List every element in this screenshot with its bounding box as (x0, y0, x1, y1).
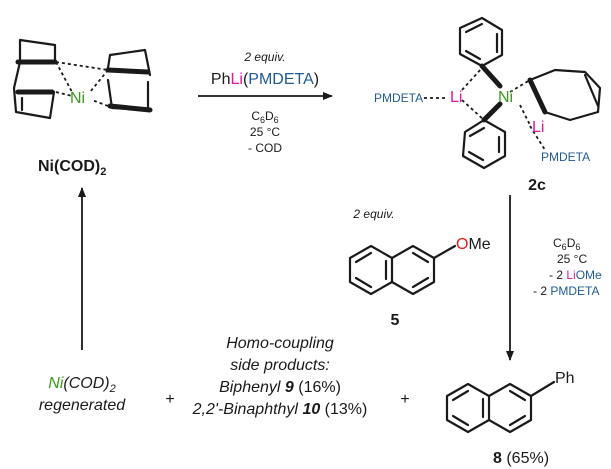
side-products-biphenyl: Biphenyl 9 (16%) (219, 379, 341, 396)
2c-li-right: Li (532, 119, 544, 136)
methoxynaph-equiv: 2 equiv. (352, 207, 394, 221)
ni-cod2-label: Ni(COD)2 (38, 158, 106, 178)
arrow1-reagent: PhLi(PMDETA) (211, 71, 319, 88)
arrow2-solvent: C6D6 (553, 236, 580, 252)
2c-pmdeta-right: PMDETA (541, 150, 590, 164)
ni-atom-label: Ni (70, 90, 85, 107)
arrow1-temperature: 25 °C (250, 125, 280, 139)
arrow1-solvent: C6D6 (251, 109, 278, 125)
ni-cod2-structure: Ni (12, 38, 153, 120)
2c-label: 2c (528, 177, 546, 194)
arrow1-equiv: 2 equiv. (243, 50, 285, 64)
arrow2-loss-liome: - 2 LiOMe (549, 268, 602, 282)
product-8-label: 8 (65%) (493, 450, 549, 467)
complex-2c-structure: Li Ni Li PMDETA PMDETA (374, 16, 602, 170)
plus-sign-2: + (400, 391, 409, 408)
plus-sign-1: + (165, 391, 174, 408)
2c-ni: Ni (498, 89, 513, 106)
regen-line2: regenerated (39, 397, 126, 414)
regen-line1: Ni(COD)2 (48, 375, 115, 395)
methoxynaph-label: 5 (391, 312, 400, 329)
side-products-line1: Homo-coupling (226, 335, 334, 352)
arrow1-loss: - COD (248, 141, 282, 155)
methoxynaphthalene-structure: OMe (348, 236, 491, 296)
side-products-line2: side products: (230, 357, 330, 374)
arrow2-loss-pmdeta: - 2 PMDETA (533, 284, 599, 298)
methoxy-o: OMe (456, 236, 491, 253)
arrow2-temperature: 25 °C (557, 252, 587, 266)
product-8-ph: Ph (555, 370, 575, 387)
2c-li-left: Li (450, 89, 462, 106)
side-products-binaphthyl: 2,2'-Binaphthyl 10 (13%) (192, 401, 368, 418)
2c-pmdeta-left: PMDETA (374, 91, 423, 105)
product-8-structure: Ph (445, 370, 575, 434)
